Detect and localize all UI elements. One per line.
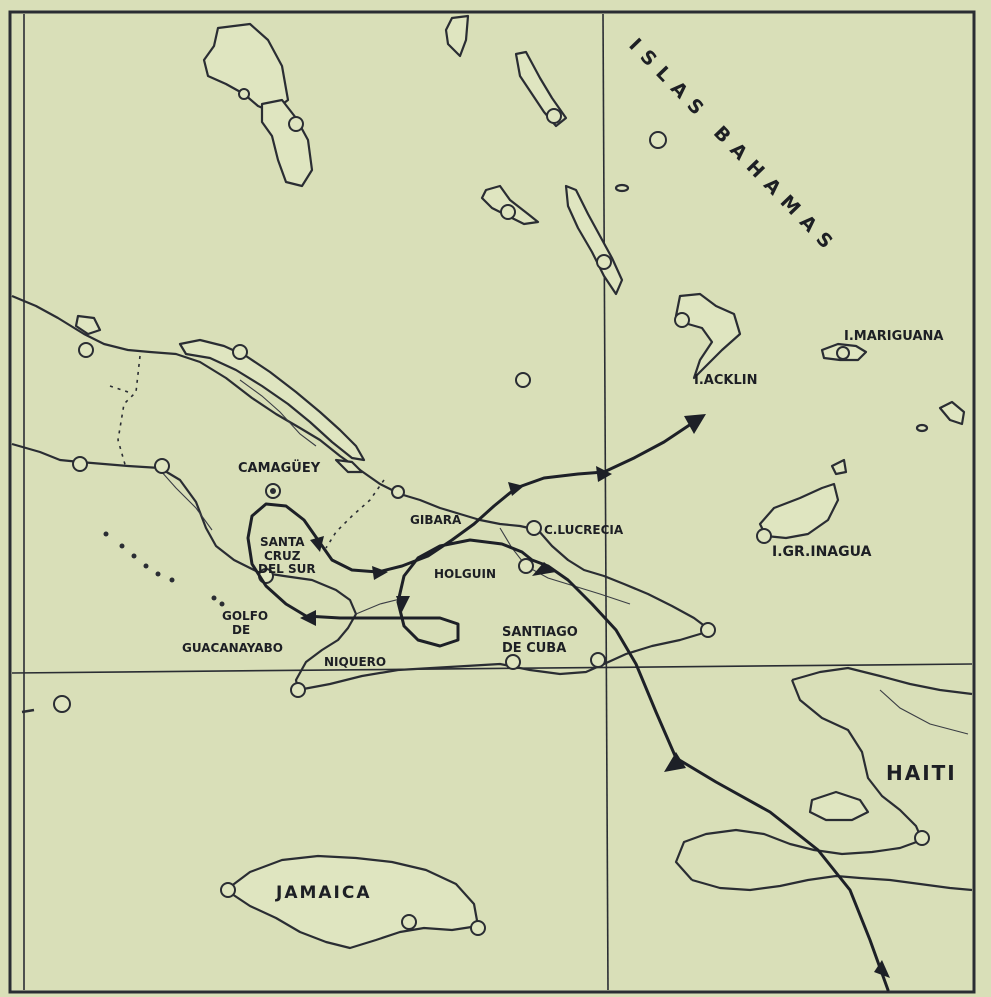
track-arrow-santa-cruz bbox=[310, 536, 324, 552]
label-santa-cruz-line3: DEL SUR bbox=[258, 562, 316, 576]
label-santiago-line1: SANTIAGO bbox=[502, 625, 578, 640]
cuba-south-coast-east bbox=[297, 628, 711, 692]
map-border bbox=[8, 10, 976, 994]
bahamas-town-1 bbox=[546, 108, 562, 124]
label-santa-cruz-line1: SANTA bbox=[260, 535, 305, 549]
acklin-island bbox=[674, 292, 742, 380]
andros-island bbox=[202, 22, 290, 114]
caicos-islet bbox=[915, 423, 929, 433]
label-santa-cruz-line2: CRUZ bbox=[264, 549, 301, 563]
jamaica-town-west bbox=[220, 882, 236, 898]
caicos-island bbox=[938, 400, 966, 426]
label-holguin: HOLGUIN bbox=[434, 567, 496, 581]
islet-sw bbox=[53, 695, 71, 713]
bahamas-islet-2 bbox=[614, 183, 630, 193]
cuba-south-coast-west bbox=[11, 442, 358, 691]
hurricane-track bbox=[246, 416, 890, 992]
label-lucrecia: C.LUCRECIA bbox=[544, 523, 624, 537]
andros-south-island bbox=[260, 98, 314, 188]
track-arrow-exit bbox=[684, 414, 706, 434]
town-east-tip bbox=[700, 622, 716, 638]
town-nw bbox=[78, 342, 94, 358]
bahamas-islet-1 bbox=[649, 131, 667, 149]
hispaniola-coast bbox=[791, 666, 973, 696]
cuba-river-2 bbox=[159, 469, 213, 531]
hispaniola-south bbox=[691, 874, 973, 892]
track-arrow-loop bbox=[396, 596, 410, 612]
track-arrow-holguin bbox=[532, 562, 556, 576]
port-au-prince bbox=[914, 830, 930, 846]
acklin-town bbox=[674, 312, 690, 328]
label-niquero: NIQUERO bbox=[324, 655, 386, 669]
hispaniola-river bbox=[879, 689, 969, 735]
track-arrow-gibara bbox=[508, 482, 524, 496]
bahamas-town-3 bbox=[596, 254, 612, 270]
province-boundary-3 bbox=[325, 479, 385, 549]
track-arrow-entry bbox=[874, 960, 890, 978]
town-west-1 bbox=[72, 456, 88, 472]
islet-east bbox=[830, 458, 848, 476]
cuba-river-1 bbox=[239, 379, 317, 447]
track-arrow-haiti bbox=[664, 752, 686, 772]
cuba-river-4 bbox=[355, 597, 405, 615]
town-gibara-coast bbox=[391, 485, 405, 499]
lucrecia-town bbox=[526, 520, 542, 536]
label-golfo-line3: GUACANAYABO bbox=[182, 641, 283, 655]
jamaica-town-kingston bbox=[401, 914, 417, 930]
santiago-town bbox=[505, 654, 521, 670]
bahamas-island-2 bbox=[514, 50, 568, 128]
label-gibara: GIBARA bbox=[410, 513, 462, 527]
grid-vertical-center bbox=[602, 13, 609, 991]
hispaniola-west bbox=[674, 679, 924, 881]
town-west-2 bbox=[154, 458, 170, 474]
track-arrow-golfo bbox=[300, 610, 316, 626]
camaguey-town-inner bbox=[270, 488, 276, 494]
label-golfo-line1: GOLFO bbox=[222, 609, 268, 623]
town-guantanamo bbox=[590, 652, 606, 668]
niquero-town bbox=[290, 682, 306, 698]
jamaica-town-east bbox=[470, 920, 486, 936]
label-jamaica: JAMAICA bbox=[275, 883, 372, 903]
islet-sw-dash bbox=[21, 708, 35, 714]
label-santiago-line2: DE CUBA bbox=[502, 641, 566, 656]
gonave-island bbox=[808, 790, 870, 822]
bahamas-island-1 bbox=[444, 14, 470, 58]
label-acklin: I.ACKLIN bbox=[694, 373, 757, 388]
label-haiti: HAITI bbox=[886, 761, 957, 785]
andros-town bbox=[288, 116, 304, 132]
province-boundary-1 bbox=[117, 355, 141, 469]
bahamas-town-2 bbox=[500, 204, 516, 220]
cuba-islet-nw bbox=[74, 314, 102, 336]
town-cays bbox=[232, 344, 248, 360]
cuba-cay-2 bbox=[334, 458, 364, 474]
province-boundary-2 bbox=[109, 385, 129, 393]
andros-islet bbox=[238, 88, 250, 100]
label-inagua: I.GR.INAGUA bbox=[772, 544, 872, 560]
bahamas-islet-3 bbox=[515, 372, 531, 388]
track-arrow-middle bbox=[372, 566, 388, 580]
label-camaguey: CAMAGÜEY bbox=[238, 460, 321, 476]
track-arrow-north bbox=[596, 466, 612, 482]
south-cays bbox=[103, 531, 225, 607]
cuba-north-coast bbox=[11, 294, 711, 631]
label-golfo-line2: DE bbox=[232, 623, 250, 637]
grid-horizontal bbox=[11, 663, 973, 674]
mariguana-town bbox=[836, 346, 850, 360]
holguin-town bbox=[518, 558, 534, 574]
inagua-town bbox=[756, 528, 772, 544]
label-mariguana: I.MARIGUANA bbox=[844, 329, 943, 344]
